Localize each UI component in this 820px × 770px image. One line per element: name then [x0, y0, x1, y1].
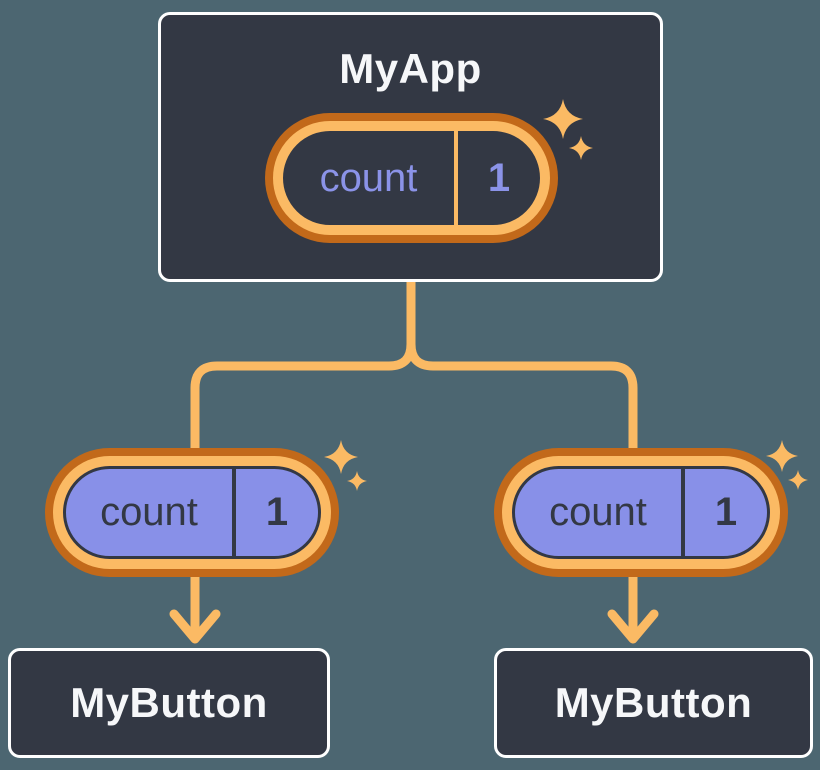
state-value: 1 [487, 155, 511, 200]
node-mybutton-title: MyButton [70, 679, 268, 726]
pill-divider [454, 131, 458, 225]
state-label: count [319, 155, 418, 200]
arrow-head-right-icon [607, 609, 659, 644]
prop-label: count [100, 490, 198, 534]
prop-label: count [549, 490, 647, 534]
sparkle-icon [788, 470, 808, 490]
arrow-head-left-icon [169, 609, 221, 644]
connector-branch-left [190, 275, 416, 641]
sparkle-icon [766, 440, 798, 472]
child-prop-pill-right: count 1 [512, 466, 770, 559]
child-prop-pill-left: count 1 [63, 466, 321, 559]
node-mybutton-right: MyButton [494, 648, 813, 758]
node-mybutton-title: MyButton [554, 679, 753, 726]
sparkle-icon [324, 440, 358, 474]
node-mybutton-left: MyButton [8, 648, 330, 758]
node-myapp-title: MyApp [339, 45, 482, 92]
sparkle-icon [347, 471, 367, 491]
prop-value: 1 [265, 490, 289, 534]
pill-divider [681, 469, 685, 556]
prop-value: 1 [714, 490, 738, 534]
root-state-pill: count 1 [273, 121, 550, 235]
